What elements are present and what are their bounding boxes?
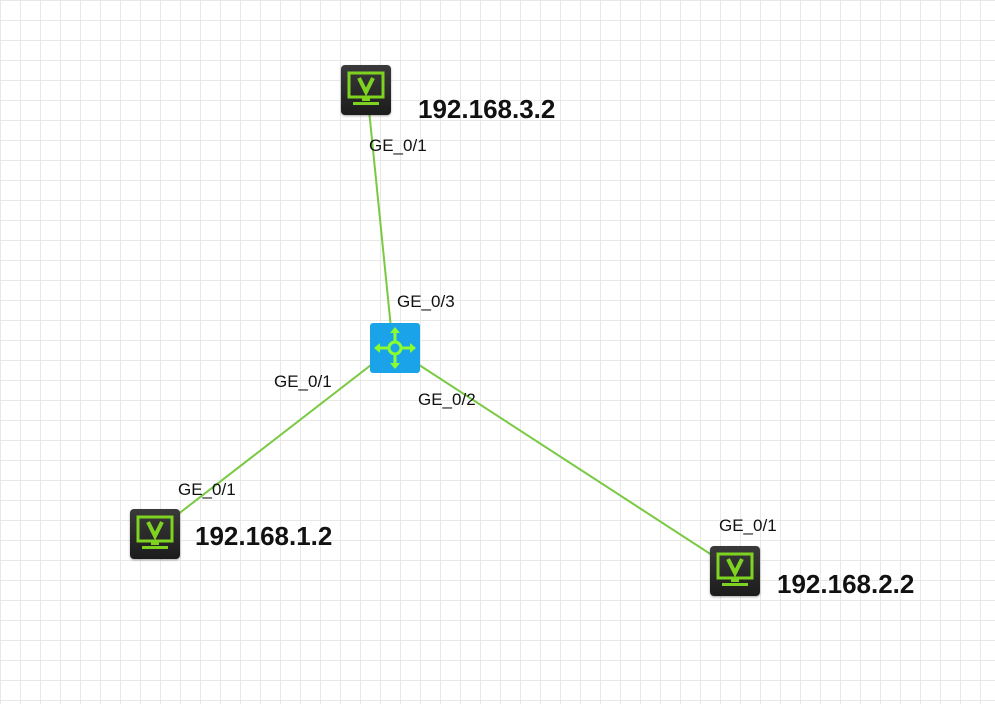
ip-label-right: 192.168.2.2 xyxy=(777,569,915,599)
router-node[interactable] xyxy=(370,323,420,373)
pc-node-right[interactable] xyxy=(710,546,760,596)
pc-node-top[interactable] xyxy=(341,65,391,115)
pc-icon xyxy=(136,515,174,549)
link-router-pc-left[interactable] xyxy=(154,347,394,533)
port-label-router-top: GE_0/3 xyxy=(397,292,455,311)
port-label-router-right: GE_0/2 xyxy=(418,390,476,409)
ip-label-top: 192.168.3.2 xyxy=(418,94,556,124)
link-router-pc-right[interactable] xyxy=(392,347,736,571)
pc-node-left[interactable] xyxy=(130,509,180,559)
ip-label-left: 192.168.1.2 xyxy=(195,521,333,551)
port-label-pc-right: GE_0/1 xyxy=(719,516,777,535)
link-router-pc-top[interactable] xyxy=(366,89,394,349)
pc-icon xyxy=(347,71,385,105)
pc-icon xyxy=(716,552,754,586)
port-label-router-left: GE_0/1 xyxy=(274,372,332,391)
port-label-pc-left: GE_0/1 xyxy=(178,480,236,499)
router-icon xyxy=(374,327,416,369)
port-label-pc-top: GE_0/1 xyxy=(369,136,427,155)
